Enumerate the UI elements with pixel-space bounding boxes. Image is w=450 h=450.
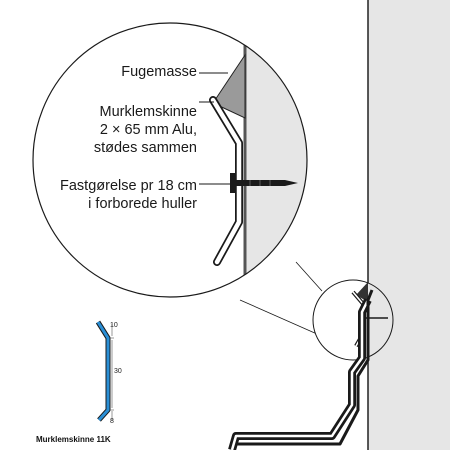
dim-mid: 30 [114, 368, 122, 375]
connector-line-top [295, 261, 323, 292]
small-detail-circle [312, 279, 394, 361]
magnified-detail [32, 22, 308, 298]
sealant-fill [212, 53, 246, 119]
dim-bottom: 8 [110, 418, 114, 425]
label-murklemskinne-2: 2 × 65 mm Alu, [99, 122, 197, 138]
label-fastgorelse-1: Fastgørelse pr 18 cm [60, 178, 197, 194]
wall-face [368, 0, 450, 450]
profile-caption: Murklemskinne 11K [36, 435, 111, 444]
label-fastgorelse-2: i forborede huller [88, 196, 197, 212]
profile-drawing [95, 320, 114, 422]
dim-top: 10 [110, 322, 118, 329]
label-murklemskinne-3: stødes sammen [93, 140, 197, 156]
connector-line-bottom [239, 299, 318, 335]
label-fugemasse: Fugemasse [121, 64, 197, 80]
fastener-screw [230, 173, 298, 193]
label-murklemskinne-1: Murklemskinne [99, 104, 198, 120]
